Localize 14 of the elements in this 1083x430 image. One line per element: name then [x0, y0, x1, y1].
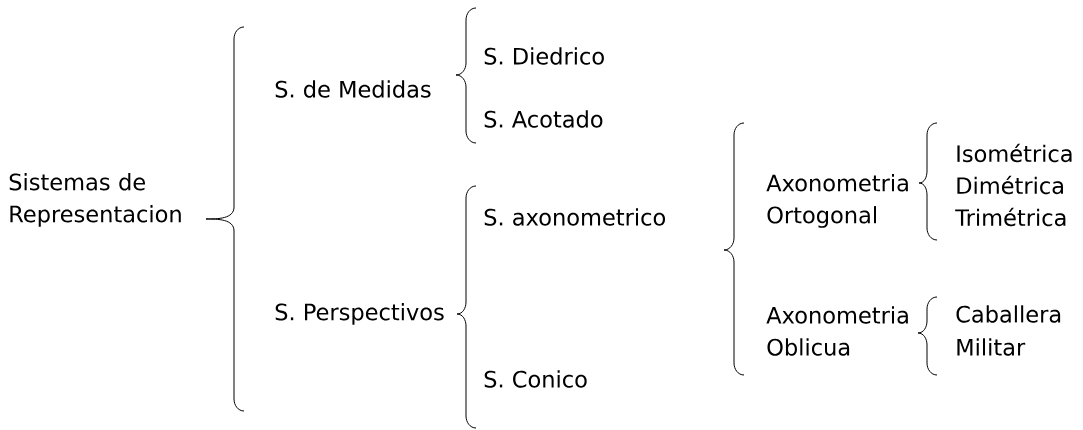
- category-label: S. Conico: [484, 370, 587, 388]
- category-label: Axonometria Oblicua: [766, 306, 908, 356]
- category-label: Trimétrica: [955, 207, 1066, 227]
- category-label: Militar: [957, 338, 1026, 356]
- category-label: Axonometria Ortogonal: [766, 174, 908, 228]
- category-label: S. de Medidas: [275, 80, 431, 98]
- category-label: S. Diedrico: [484, 47, 604, 65]
- category-label: Isométrica: [957, 143, 1072, 163]
- category-label: S. axonometrico: [484, 208, 666, 226]
- category-label: S. Acotado: [484, 110, 603, 128]
- category-label: S. Perspectivos: [275, 303, 444, 325]
- category-label: Sistemas de Representacion: [9, 173, 181, 227]
- category-label: Dimétrica: [957, 175, 1063, 195]
- category-label: Caballera: [956, 305, 1061, 323]
